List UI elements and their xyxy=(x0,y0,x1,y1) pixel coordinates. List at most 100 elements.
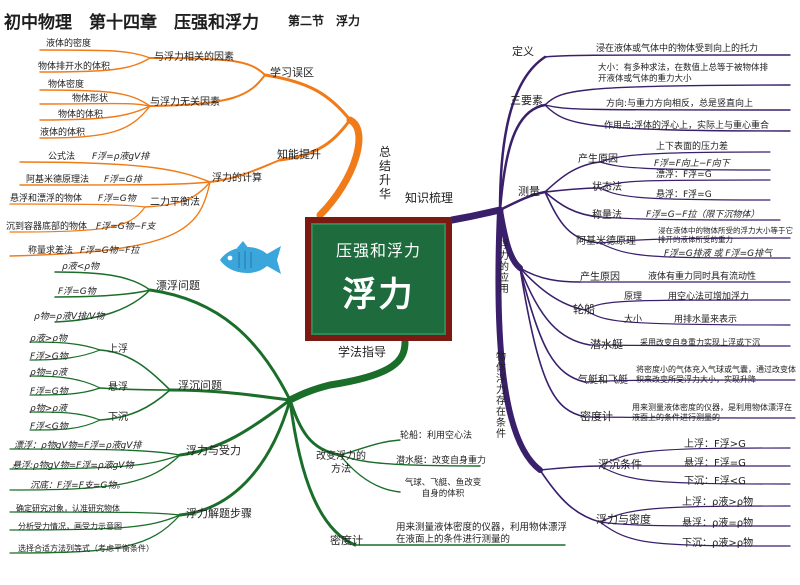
steps-c: 选择合适方法列等式（考虑平衡条件） xyxy=(18,544,154,553)
related-item-2: 物体排开水的体积 xyxy=(38,62,111,72)
unrelated-factors-label: 与浮力无关因素 xyxy=(150,97,220,108)
balance-case-b: 沉到容器底部的物体 xyxy=(6,222,88,232)
app-submarine-text: 采用改变自身重力实现上浮或下沉 xyxy=(640,338,760,347)
unrelated-item-3: 物体的体积 xyxy=(58,110,104,120)
app-airship-text: 将密度小的气体充入气球或气囊，通过改变体积来改变所受浮力大小，实现升降 xyxy=(636,365,796,384)
calc-label: 浮力的计算 xyxy=(212,173,262,184)
fuchen-label: 浮沉问题 xyxy=(178,379,222,392)
balance-case-b-eq: F浮=G物−F支 xyxy=(96,222,156,232)
def-text: 浸在液体或气体中的物体受到向上的托力 xyxy=(596,44,759,54)
three-point: 作用点:浮体的浮心上，实际上与重心重合 xyxy=(604,121,770,131)
weigh-method-eq: F浮=G物−F拉 xyxy=(80,246,140,256)
piaofu-b: F浮=G物 xyxy=(58,287,96,297)
cunzai-label: 物体浮力存在条件 xyxy=(496,352,506,440)
piaofu-c: ρ物=ρ液V排/V物 xyxy=(34,312,105,322)
balance-case-a-eq: F浮=G物 xyxy=(98,194,136,204)
steps-b: 分析受力情况，画受力示意图 xyxy=(18,522,122,531)
page-subtitle: 第二节 浮力 xyxy=(288,14,361,28)
app-ship-principle-text: 用空心法可增加浮力 xyxy=(668,292,750,302)
densimeter-label: 密度计 xyxy=(330,534,363,547)
related-item-1: 液体的密度 xyxy=(46,39,92,49)
cond-up: 上浮：F浮>G xyxy=(684,439,746,450)
measure-weigh: 称量法 xyxy=(592,210,622,221)
branch-xuefa xyxy=(9,271,566,554)
fuchen-mid-a: ρ物=ρ液 xyxy=(30,368,67,378)
cond-label: 浮沉条件 xyxy=(598,458,642,471)
center-topic-chapter: 压强和浮力 xyxy=(335,241,421,260)
change-b: 潜水艇：改变自身重力 xyxy=(396,456,487,466)
three-direction: 方向:与重力方向相反，总是竖直向上 xyxy=(606,99,754,109)
measure-weigh-eq: F浮=G−F拉（限下沉物体） xyxy=(646,210,760,220)
dens-label: 浮力与密度 xyxy=(596,513,651,526)
archimedes-method-eq: F浮=G排 xyxy=(104,175,142,185)
fuchen-mid: 悬浮 xyxy=(108,382,128,393)
measure-archimedes: 阿基米德原理 xyxy=(576,236,636,247)
cond-down: 下沉：F浮<G xyxy=(684,476,746,487)
fuchen-mid-b: F浮=G物 xyxy=(30,387,68,397)
dens-down: 下沉：ρ液>ρ物 xyxy=(682,538,754,549)
app-ship: 轮船 xyxy=(573,303,595,316)
dens-mid: 悬浮：ρ液=ρ物 xyxy=(682,518,754,529)
unrelated-item-4: 液体的体积 xyxy=(40,128,86,138)
related-factors-label: 与浮力相关的因素 xyxy=(154,52,234,63)
dens-up: 上浮：ρ液>ρ物 xyxy=(682,497,754,508)
three-label: 三要素 xyxy=(510,94,543,107)
fish-icon xyxy=(220,241,281,274)
center-topic: 压强和浮力 浮力 xyxy=(305,217,452,341)
change-label: 改变浮力的方法 xyxy=(316,451,366,475)
zhishi-label: 知识梳理 xyxy=(405,191,454,205)
shouli-c: 沉底：F浮=F支=G物。 xyxy=(30,481,126,491)
measure-state: 状态法 xyxy=(592,182,622,193)
unrelated-item-2: 物体形状 xyxy=(72,94,109,104)
balance-case-a: 悬浮和漂浮的物体 xyxy=(10,194,83,204)
measure-cause: 产生原因 xyxy=(578,154,618,165)
three-size: 大小：有多种求法，在数值上总等于被物体排开液体或气体的重力大小 xyxy=(598,63,769,84)
measure-label: 测量 xyxy=(518,185,540,198)
branch-zhishi xyxy=(448,54,796,547)
zhineng-label: 知能提升 xyxy=(277,148,321,161)
measure-archimedes-eq: F浮=G排液 或 F浮=G排气 xyxy=(664,249,773,259)
branch-zongjie xyxy=(9,49,363,257)
app-densimeter: 密度计 xyxy=(580,410,613,423)
steps-label: 浮力解题步骤 xyxy=(186,507,252,520)
xuexi-label: 学习误区 xyxy=(270,66,314,79)
fuchen-up-b: F浮>G物 xyxy=(30,352,68,362)
zongjie-label: 总结升华 xyxy=(378,145,391,201)
shouli-label: 浮力与受力 xyxy=(186,444,241,457)
app-submarine: 潜水艇 xyxy=(590,338,623,351)
unrelated-item-1: 物体密度 xyxy=(48,80,85,90)
measure-cause-a: 上下表面的压力差 xyxy=(656,142,729,152)
fuchen-down-a: ρ物>ρ液 xyxy=(30,404,67,414)
center-topic-inner: 压强和浮力 浮力 xyxy=(311,223,446,335)
formula-method-eq: F浮=ρ液gV排 xyxy=(92,152,150,162)
app-airship: 气艇和飞艇 xyxy=(578,375,628,386)
yingyong-label: 浮力的应用 xyxy=(499,240,509,295)
page-title: 初中物理 第十四章 压强和浮力 xyxy=(4,13,259,33)
measure-cause-b: F浮=F向上−F向下 xyxy=(654,159,730,169)
fuchen-up: 上浮 xyxy=(108,344,128,355)
fuchen-down: 下沉 xyxy=(108,412,128,423)
fuchen-up-a: ρ液>ρ物 xyxy=(30,334,67,344)
app-ship-size-text: 用排水量来表示 xyxy=(674,315,738,325)
measure-state-a: 漂浮：F浮=G xyxy=(656,170,712,180)
piaofu-a: ρ液<ρ物 xyxy=(62,262,99,272)
def-label: 定义 xyxy=(512,45,534,58)
measure-archimedes-text: 浸在液体中的物体所受的浮力大小等于它排开的液体所受的重力 xyxy=(658,226,793,244)
app-ship-size: 大小 xyxy=(624,315,643,325)
balance-method: 二力平衡法 xyxy=(150,197,200,208)
shouli-a: 漂浮：ρ物gV物=F浮=ρ液gV排 xyxy=(14,441,142,451)
center-topic-main: 浮力 xyxy=(342,275,415,315)
change-a: 轮船：利用空心法 xyxy=(400,431,473,441)
app-ship-principle: 原理 xyxy=(624,292,643,302)
measure-state-b: 悬浮：F浮=G xyxy=(656,190,712,200)
shouli-b: 悬浮:ρ物gV物=F浮=ρ液gV物 xyxy=(12,461,134,471)
archimedes-method: 阿基米德原理法 xyxy=(26,175,90,185)
xuefa-label: 学法指导 xyxy=(338,345,387,359)
densimeter-text: 用来测量液体密度的仪器，利用物体漂浮在液面上的条件进行测量的 xyxy=(396,522,568,545)
formula-method: 公式法 xyxy=(48,152,76,162)
app-densimeter-text: 用来测量液体密度的仪器，是利用物体漂浮在液面上的条件进行测量的 xyxy=(632,403,792,422)
change-c: 气球、飞艇、鱼改变自身的体积 xyxy=(404,478,482,499)
piaofu-label: 漂浮问题 xyxy=(156,279,200,292)
fuchen-down-b: F浮<G物 xyxy=(30,422,68,432)
